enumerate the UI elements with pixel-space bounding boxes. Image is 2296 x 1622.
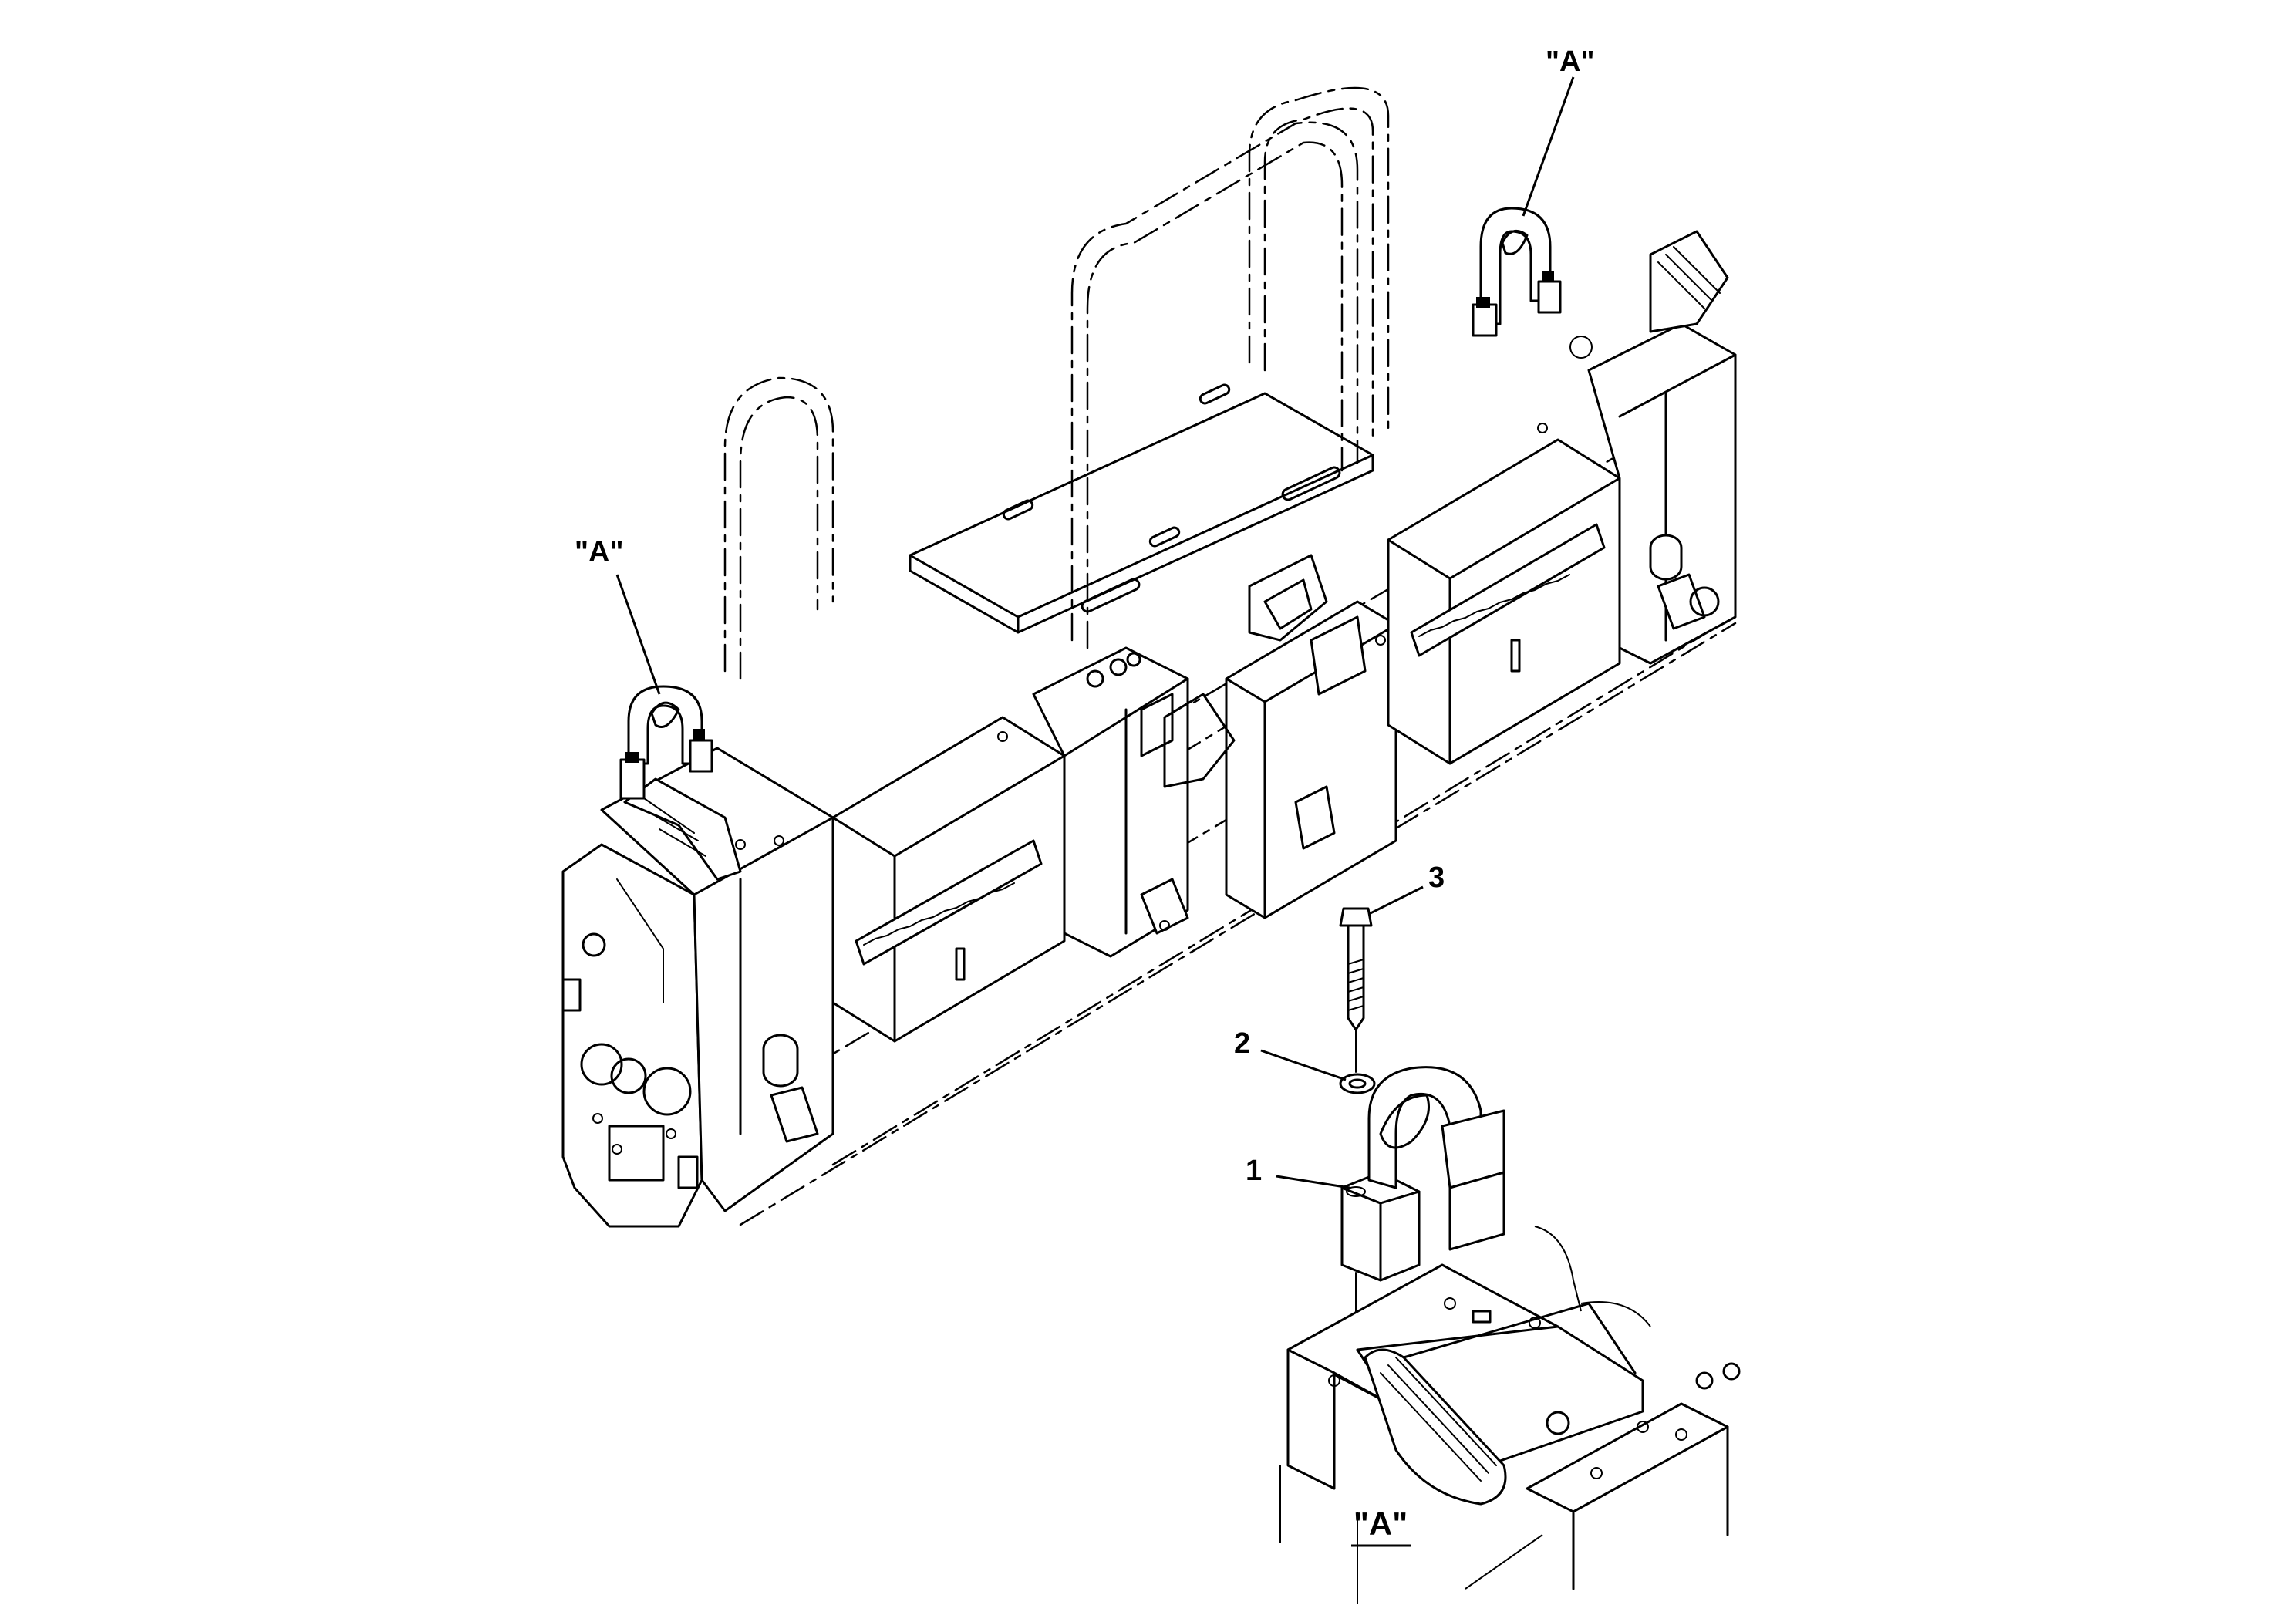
machine-frame-assembly (561, 86, 1737, 1228)
detail-view-a (1279, 907, 1741, 1604)
right-end-column (1569, 230, 1737, 665)
detail-view-title: "A" (1354, 1506, 1408, 1542)
handrails-phantom (723, 86, 1390, 680)
callout-3: 3 (1428, 862, 1445, 894)
centre-platform (909, 383, 1374, 634)
left-end-plate (561, 843, 703, 1228)
left-column (600, 747, 834, 1212)
right-storage-box (1387, 423, 1621, 765)
view-ref-label-upper-right: "A" (1546, 46, 1594, 78)
callout-2: 2 (1234, 1027, 1250, 1060)
right-mid-column (1163, 554, 1397, 919)
washer-part-2 (1339, 1073, 1376, 1094)
callout-leaders (615, 76, 1575, 1189)
right-lifting-eye (1472, 207, 1562, 337)
left-lifting-eye (619, 685, 713, 800)
callout-1: 1 (1246, 1155, 1262, 1187)
centre-column (1032, 646, 1189, 958)
view-ref-label-left: "A" (575, 536, 623, 568)
lifting-eye-part-1 (1340, 1066, 1505, 1282)
bolt-part-3 (1339, 907, 1373, 1031)
mounting-base (1279, 1226, 1741, 1604)
left-storage-box (831, 716, 1066, 1043)
